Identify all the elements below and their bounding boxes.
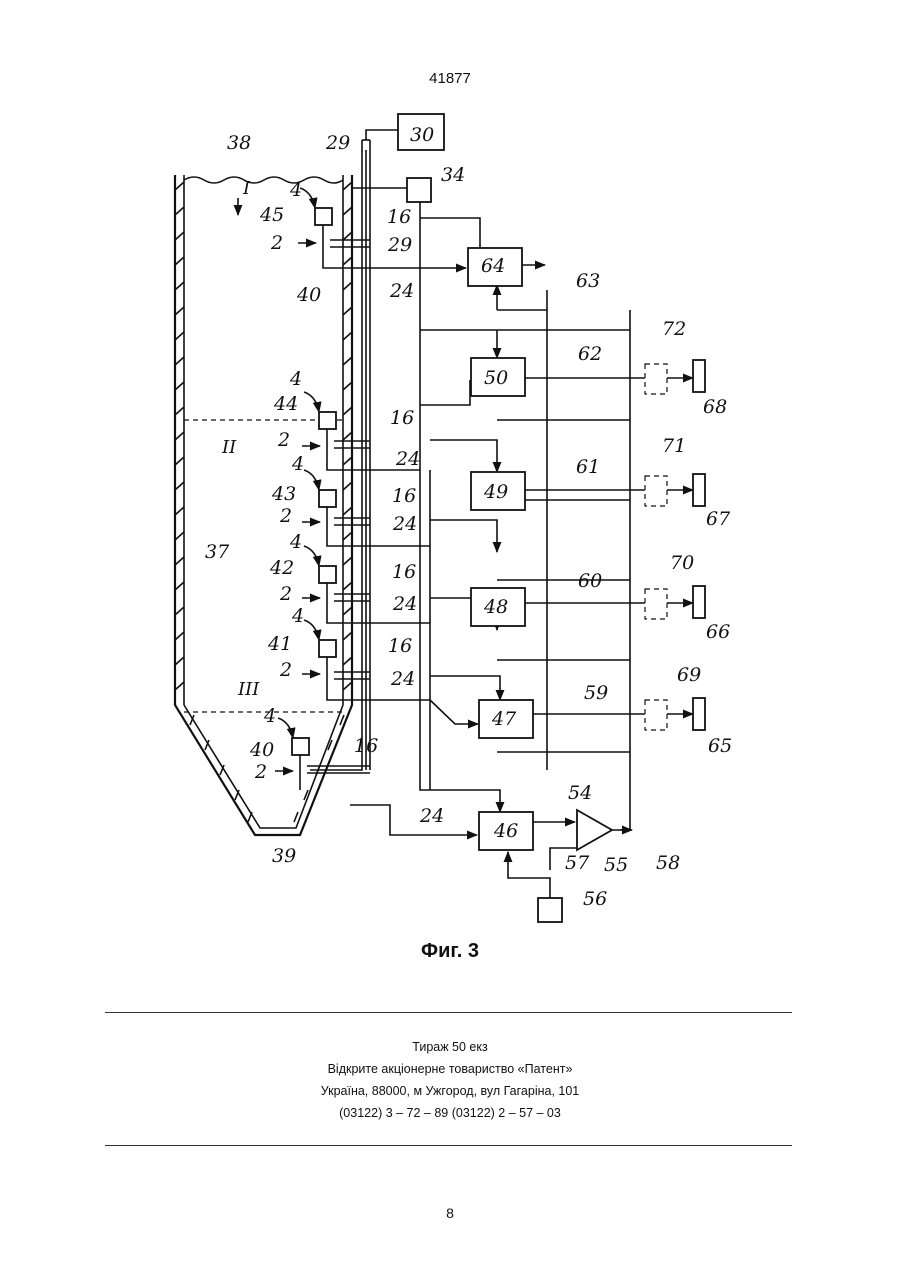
label-50: 50 — [484, 367, 508, 389]
label-38: 38 — [227, 132, 251, 154]
page-number: 8 — [0, 1205, 900, 1221]
label-24-6: 24 — [419, 805, 444, 827]
label-4-4: 4 — [289, 531, 302, 553]
zone-label-II: II — [221, 437, 237, 458]
block-34 — [407, 178, 431, 202]
label-61: 61 — [576, 456, 600, 478]
imprint-publisher: Відкрите акціонерне товариство «Патент» — [0, 1058, 900, 1080]
label-64: 64 — [481, 255, 505, 277]
label-2-1: 2 — [270, 232, 283, 254]
block-56 — [538, 898, 562, 922]
divider-top — [105, 1012, 792, 1013]
label-37: 37 — [205, 541, 230, 563]
label-60: 60 — [578, 570, 602, 592]
label-30: 30 — [410, 124, 434, 146]
label-29: 29 — [387, 234, 412, 256]
actuator-68 — [693, 360, 705, 392]
schematic-diagram: 38 I II III 37 39 40 29 29 30 34 16 24 4… — [150, 105, 770, 935]
label-16-1: 16 — [387, 206, 411, 228]
label-46: 46 — [493, 820, 518, 842]
page-header-number: 41877 — [0, 70, 900, 87]
label-34: 34 — [441, 164, 465, 186]
divider-bottom — [105, 1145, 792, 1146]
label-16-4: 16 — [392, 561, 416, 583]
label-29-top: 29 — [325, 132, 350, 154]
label-49: 49 — [483, 481, 508, 503]
figure-labels: 38 I II III 37 39 40 29 29 30 34 16 24 4… — [205, 124, 732, 910]
label-24-5: 24 — [390, 668, 415, 690]
amplifier-55 — [577, 810, 612, 850]
zone-label-I: I — [242, 178, 251, 199]
imprint-block: Тираж 50 екз Відкрите акціонерне товарис… — [0, 1036, 900, 1124]
label-39: 39 — [272, 845, 296, 867]
label-16-6: 16 — [354, 735, 378, 757]
label-59: 59 — [584, 682, 608, 704]
label-66: 66 — [706, 621, 730, 643]
label-2-2: 2 — [277, 429, 290, 451]
label-4-1: 4 — [289, 179, 302, 201]
patent-figure-3: 38 I II III 37 39 40 29 29 30 34 16 24 4… — [150, 105, 770, 935]
label-43: 43 — [271, 483, 296, 505]
figure-caption: Фиг. 3 — [0, 940, 900, 963]
label-67: 67 — [706, 508, 731, 530]
imprint-circulation: Тираж 50 екз — [0, 1036, 900, 1058]
label-58: 58 — [656, 852, 680, 874]
label-62: 62 — [578, 343, 602, 365]
label-24-2: 24 — [395, 448, 420, 470]
label-16-2: 16 — [390, 407, 414, 429]
actuator-66 — [693, 586, 705, 618]
label-16-3: 16 — [392, 485, 416, 507]
label-57: 57 — [565, 852, 590, 874]
actuator-67 — [693, 474, 705, 506]
label-71: 71 — [662, 435, 686, 457]
label-48: 48 — [483, 596, 508, 618]
label-72: 72 — [662, 318, 686, 340]
label-24-3: 24 — [392, 513, 417, 535]
label-41: 41 — [267, 633, 292, 655]
label-54: 54 — [568, 782, 592, 804]
label-42: 42 — [269, 557, 294, 579]
label-2-6: 2 — [254, 761, 267, 783]
block-outputs — [508, 265, 705, 898]
label-68: 68 — [703, 396, 727, 418]
label-56: 56 — [583, 888, 607, 910]
imprint-phones: (03122) 3 – 72 – 89 (03122) 2 – 57 – 03 — [0, 1102, 900, 1124]
label-4-3: 4 — [291, 453, 304, 475]
label-63: 63 — [576, 270, 600, 292]
label-69: 69 — [677, 664, 701, 686]
label-2-3: 2 — [279, 505, 292, 527]
label-4-5: 4 — [291, 605, 304, 627]
label-47: 47 — [491, 708, 517, 730]
label-45: 45 — [259, 204, 284, 226]
actuator-65 — [693, 698, 705, 730]
label-40-wall: 40 — [296, 284, 321, 306]
label-4-6: 4 — [263, 705, 276, 727]
label-16-5: 16 — [388, 635, 412, 657]
label-65: 65 — [708, 735, 732, 757]
label-24-1: 24 — [389, 280, 414, 302]
label-40: 40 — [249, 739, 274, 761]
label-44: 44 — [273, 393, 298, 415]
label-2-5: 2 — [279, 659, 292, 681]
label-4-2: 4 — [289, 368, 302, 390]
label-70: 70 — [670, 552, 694, 574]
label-55: 55 — [604, 854, 628, 876]
label-24-4: 24 — [392, 593, 417, 615]
imprint-address: Україна, 88000, м Ужгород, вул Гагаріна,… — [0, 1080, 900, 1102]
zone-label-III: III — [237, 679, 260, 700]
label-2-4: 2 — [279, 583, 292, 605]
